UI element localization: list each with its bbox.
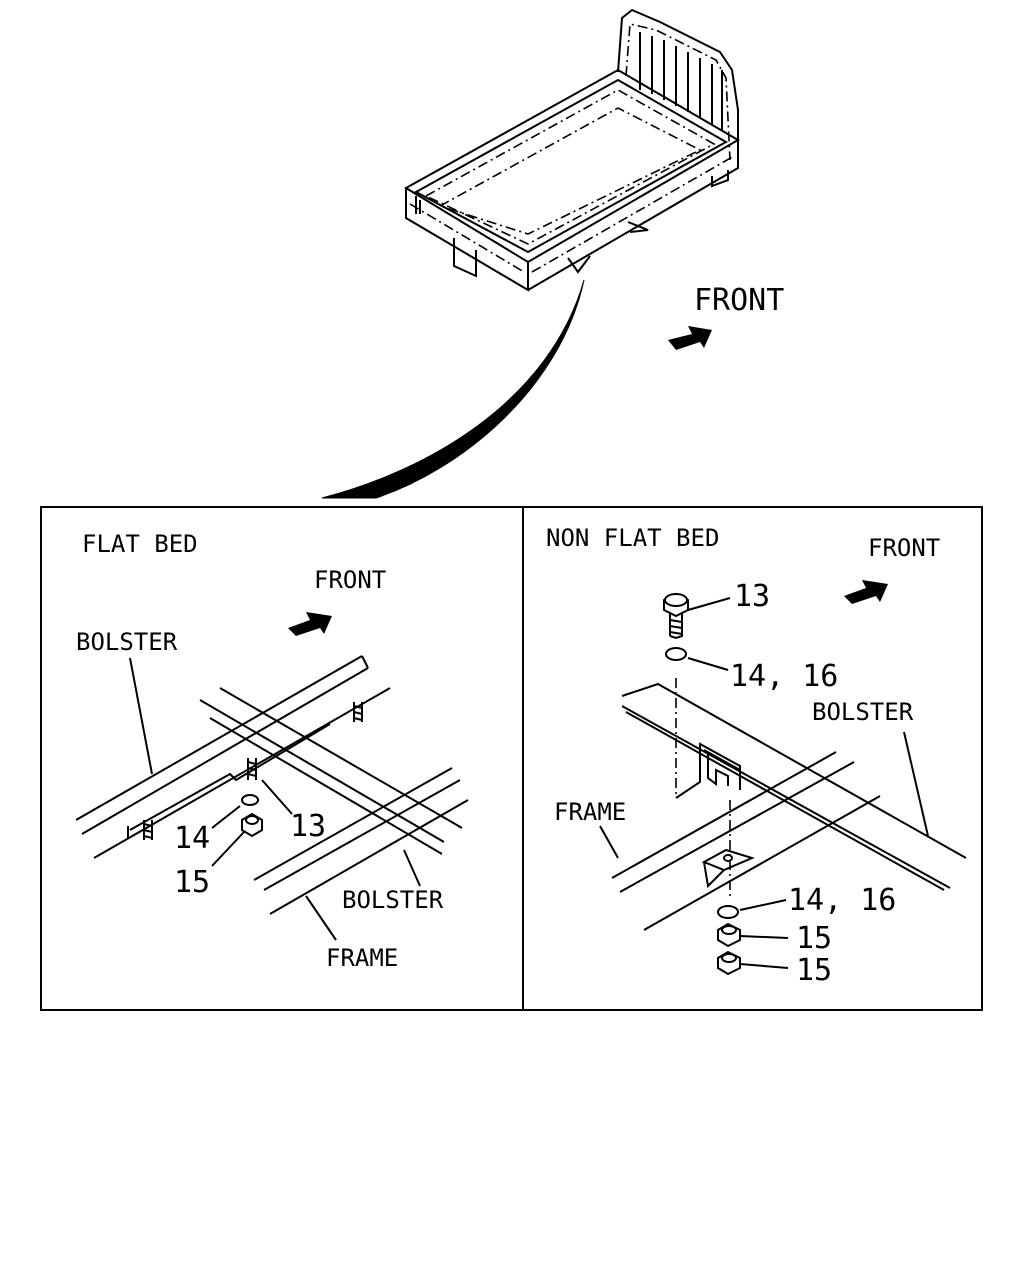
non-flat-bed-part-13: 13: [734, 579, 770, 614]
non-flat-bed-part-15-b: 15: [796, 953, 832, 988]
non-flat-bed-nut-b-icon: [717, 950, 741, 976]
flat-bed-frame-label: FRAME: [326, 944, 398, 972]
flat-bed-part-14: 14: [174, 821, 210, 856]
non-flat-bed-part-14-16-bottom: 14, 16: [788, 883, 896, 918]
flat-bed-panel: FLAT BED FRONT BOLSTER: [75, 530, 469, 972]
non-flat-bed-front-label: FRONT: [868, 534, 940, 562]
flat-bed-bolster-right-label: BOLSTER: [342, 886, 444, 914]
front-arrow-icon: [668, 326, 712, 350]
callout-swoosh: [321, 279, 585, 499]
non-flat-bed-panel: NON FLAT BED FRONT 13 14, 16: [546, 524, 967, 988]
non-flat-bed-nut-a-icon: [717, 922, 741, 948]
flat-bed-front-arrow-icon: [288, 612, 332, 636]
non-flat-bed-part-14-16-top: 14, 16: [730, 659, 838, 694]
top-front-label: FRONT: [694, 283, 784, 318]
non-flat-bed-bolster-label: BOLSTER: [812, 698, 914, 726]
non-flat-bed-frame-label: FRAME: [554, 798, 626, 826]
non-flat-bed-washer-bottom-icon: [717, 905, 739, 919]
flat-bed-front-label: FRONT: [314, 566, 386, 594]
non-flat-bed-part-15-a: 15: [796, 921, 832, 956]
non-flat-bed-front-arrow-icon: [844, 580, 888, 604]
flat-bed-washer-icon: [241, 794, 259, 806]
truck-bed-illustration: [404, 8, 740, 292]
flat-bed-nut-icon: [241, 812, 263, 838]
flat-bed-part-15: 15: [174, 865, 210, 900]
detail-panels-frame: [40, 506, 983, 1011]
non-flat-bed-title: NON FLAT BED: [546, 524, 719, 552]
flat-bed-bolster-left-label: BOLSTER: [76, 628, 178, 656]
flat-bed-title: FLAT BED: [82, 530, 198, 558]
non-flat-bed-washer-top-icon: [665, 647, 687, 661]
flat-bed-part-13: 13: [290, 809, 326, 844]
non-flat-bed-bolt-icon: [663, 592, 689, 640]
flat-bed-stud-icon: [143, 702, 363, 840]
